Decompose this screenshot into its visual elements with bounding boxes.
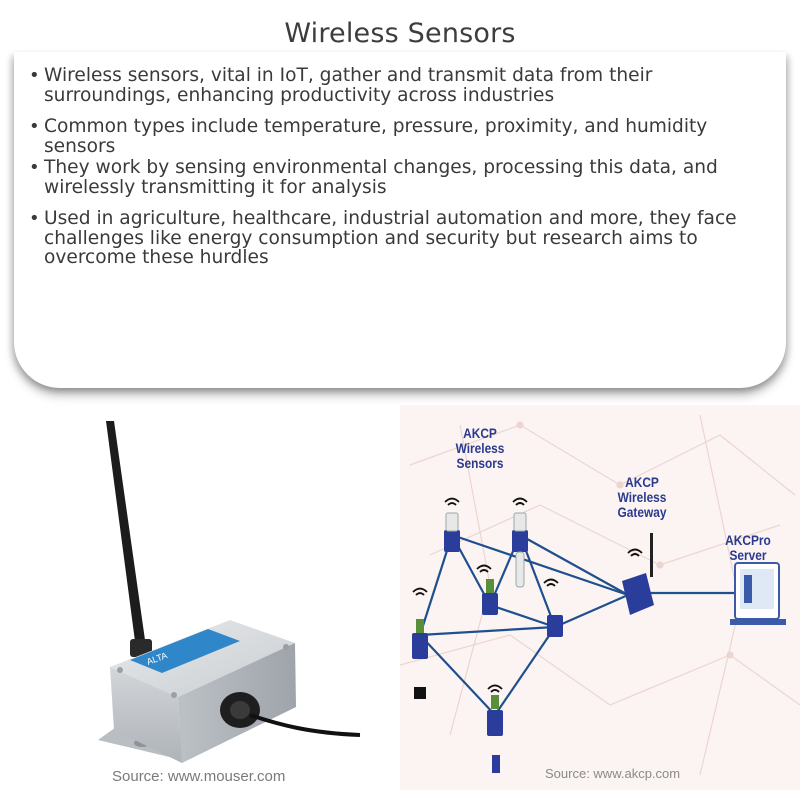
akcpro-server-label: AKCPro Server [725, 532, 771, 563]
bullet-text: They work by sensing environmental chang… [44, 157, 718, 198]
bullet-item: •Common types include temperature, press… [28, 117, 780, 156]
bullet-text: Wireless sensors, vital in IoT, gather a… [44, 65, 653, 106]
bullet-dot-icon: • [29, 116, 40, 137]
image-source-caption: Source: www.mouser.com [112, 768, 286, 785]
bullet-item: •Used in agriculture, healthcare, indust… [28, 209, 780, 268]
bullet-item: •They work by sensing environmental chan… [28, 158, 780, 197]
bullet-list: •Wireless sensors, vital in IoT, gather … [28, 66, 780, 268]
content-panel [14, 52, 786, 388]
akcp-wireless-sensors-label: AKCP Wireless Sensors [455, 425, 505, 471]
network-diagram-image [400, 405, 800, 790]
bullet-item: •Wireless sensors, vital in IoT, gather … [28, 66, 780, 105]
page-title: Wireless Sensors [284, 18, 516, 49]
bullet-text: Common types include temperature, pressu… [44, 116, 708, 157]
bullet-dot-icon: • [29, 157, 40, 178]
image-source-caption: Source: www.akcp.com [545, 766, 681, 781]
akcp-wireless-gateway-label: AKCP Wireless Gateway [617, 474, 667, 520]
bullet-dot-icon: • [29, 65, 40, 86]
bullet-text: Used in agriculture, healthcare, industr… [44, 208, 737, 268]
wireless-sensor-device-image: ALTA [98, 421, 361, 763]
bullet-dot-icon: • [29, 208, 40, 229]
